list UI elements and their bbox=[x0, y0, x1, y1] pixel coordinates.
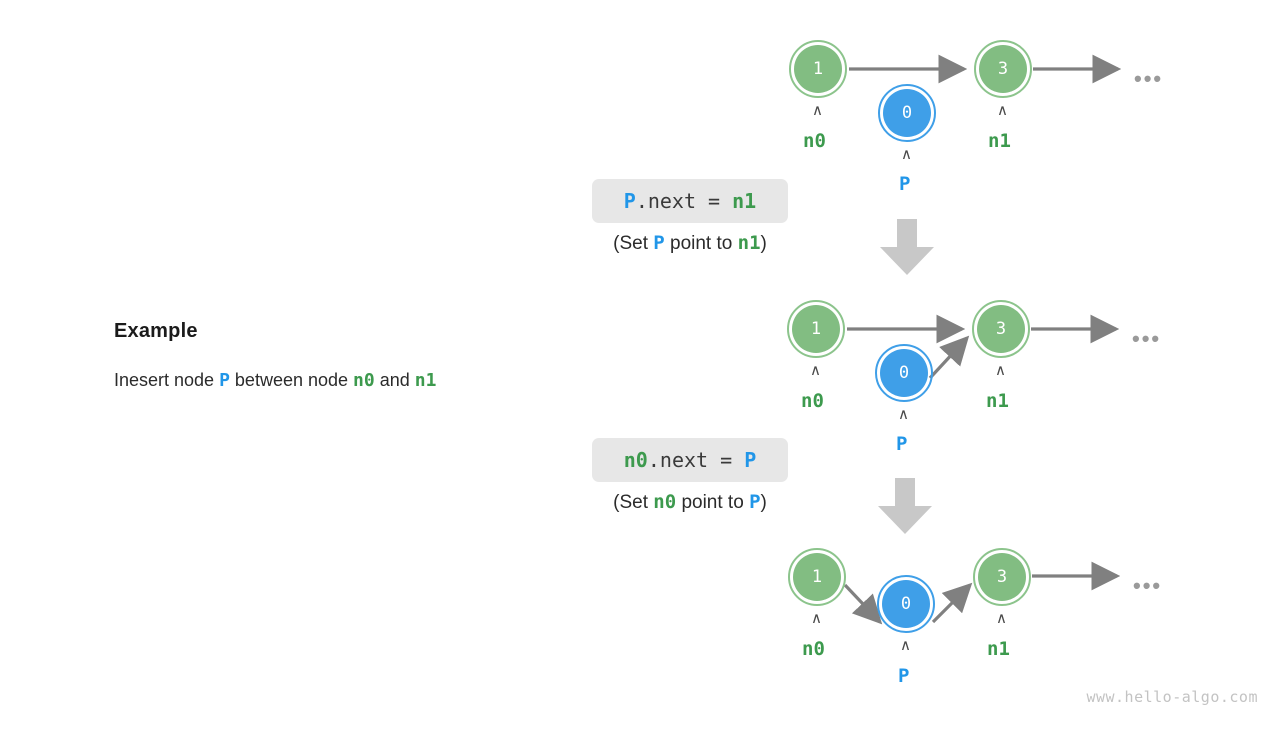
node-p-value: 0 bbox=[883, 89, 931, 137]
caret-icon-p: ∧ bbox=[900, 636, 911, 654]
code-token-n0: n0 bbox=[623, 448, 648, 472]
caption-token-n1: n1 bbox=[737, 232, 761, 254]
pointer-label-p: P bbox=[898, 665, 910, 687]
node-n1-value: 3 bbox=[979, 45, 1027, 93]
pointer-label-n1: n1 bbox=[986, 390, 1009, 412]
caret-icon-n1: ∧ bbox=[996, 609, 1007, 627]
step-down-arrow-1 bbox=[880, 219, 934, 275]
caption-mid: point to bbox=[664, 233, 738, 254]
node-n0: 1 bbox=[788, 548, 846, 606]
caption-open: (Set bbox=[613, 233, 654, 254]
node-n1-value: 3 bbox=[978, 553, 1026, 601]
caption-token-p: P bbox=[749, 491, 761, 513]
node-n0-value: 1 bbox=[793, 553, 841, 601]
pointer-label-n0: n0 bbox=[803, 130, 826, 152]
caption-token-n0: n0 bbox=[653, 491, 677, 513]
explanation-block: Example Inesert node P between node n0 a… bbox=[114, 320, 554, 392]
node-n0-value: 1 bbox=[794, 45, 842, 93]
caret-icon-n1: ∧ bbox=[995, 361, 1006, 379]
linked-list-row-3: 1 0 3 ∧ n0 ∧ P ∧ n1 ••• bbox=[0, 517, 1280, 737]
row-2-arrows bbox=[847, 314, 1120, 380]
node-p-value: 0 bbox=[880, 349, 928, 397]
node-p-value: 0 bbox=[882, 580, 930, 628]
node-n1: 3 bbox=[973, 548, 1031, 606]
pointer-label-n1: n1 bbox=[987, 638, 1010, 660]
caret-icon-n0: ∧ bbox=[811, 609, 822, 627]
arrow-n0-to-p bbox=[843, 583, 883, 625]
code-token-n1: n1 bbox=[732, 189, 757, 213]
linked-list-row-2: 1 0 3 ∧ n0 ∧ P ∧ n1 ••• bbox=[0, 260, 1280, 480]
explanation-and: and bbox=[374, 370, 415, 390]
diagram-canvas: Example Inesert node P between node n0 a… bbox=[0, 0, 1280, 706]
row-1-arrows bbox=[849, 54, 1122, 84]
token-n0: n0 bbox=[353, 370, 375, 391]
pointer-label-n0: n0 bbox=[802, 638, 825, 660]
ellipsis-tail: ••• bbox=[1133, 573, 1163, 598]
node-n0: 1 bbox=[789, 40, 847, 98]
node-n1: 3 bbox=[974, 40, 1032, 98]
token-p: P bbox=[219, 370, 230, 391]
code-text: .next = bbox=[647, 448, 745, 472]
pointer-label-p: P bbox=[899, 173, 911, 195]
ellipsis-tail: ••• bbox=[1134, 66, 1164, 91]
caret-icon-p: ∧ bbox=[901, 145, 912, 163]
code-text: .next = bbox=[635, 189, 733, 213]
node-n0-value: 1 bbox=[792, 305, 840, 353]
node-p: 0 bbox=[877, 575, 935, 633]
node-n0: 1 bbox=[787, 300, 845, 358]
page-title: Example bbox=[114, 320, 198, 342]
caption-step-2: (Set n0 point to P) bbox=[592, 491, 788, 514]
code-token-p: P bbox=[623, 189, 636, 213]
pointer-label-n0: n0 bbox=[801, 390, 824, 412]
pointer-label-p: P bbox=[896, 433, 908, 455]
explanation-mid: between node bbox=[229, 370, 354, 390]
linked-list-row-1: 1 0 3 ∧ n0 ∧ P ∧ n1 ••• bbox=[0, 0, 1280, 220]
node-p: 0 bbox=[875, 344, 933, 402]
caption-close: ) bbox=[760, 492, 767, 513]
explanation-prefix: Inesert node bbox=[114, 370, 220, 390]
code-token-p: P bbox=[744, 448, 757, 472]
token-n1: n1 bbox=[414, 370, 437, 391]
code-box-step-1: P.next = n1 bbox=[592, 179, 788, 223]
caret-icon-p: ∧ bbox=[898, 405, 909, 423]
caption-token-p: P bbox=[653, 232, 665, 254]
caret-icon-n0: ∧ bbox=[810, 361, 821, 379]
node-n1-value: 3 bbox=[977, 305, 1025, 353]
explanation-text: Inesert node P between node n0 and n1 bbox=[114, 369, 554, 392]
code-box-step-2: n0.next = P bbox=[592, 438, 788, 482]
watermark: www.hello-algo.com bbox=[1086, 688, 1258, 706]
caption-open: (Set bbox=[613, 492, 654, 513]
node-p: 0 bbox=[878, 84, 936, 142]
caption-mid: point to bbox=[676, 492, 750, 513]
step-down-arrow-2 bbox=[878, 478, 932, 534]
caption-step-1: (Set P point to n1) bbox=[592, 232, 788, 255]
pointer-label-n1: n1 bbox=[988, 130, 1011, 152]
caption-close: ) bbox=[760, 233, 767, 254]
row-3-arrows bbox=[843, 561, 1121, 625]
arrow-p-to-n1 bbox=[931, 582, 973, 624]
caret-icon-n0: ∧ bbox=[812, 101, 823, 119]
arrow-p-to-n1 bbox=[928, 335, 970, 380]
ellipsis-tail: ••• bbox=[1132, 326, 1162, 351]
node-n1: 3 bbox=[972, 300, 1030, 358]
caret-icon-n1: ∧ bbox=[997, 101, 1008, 119]
